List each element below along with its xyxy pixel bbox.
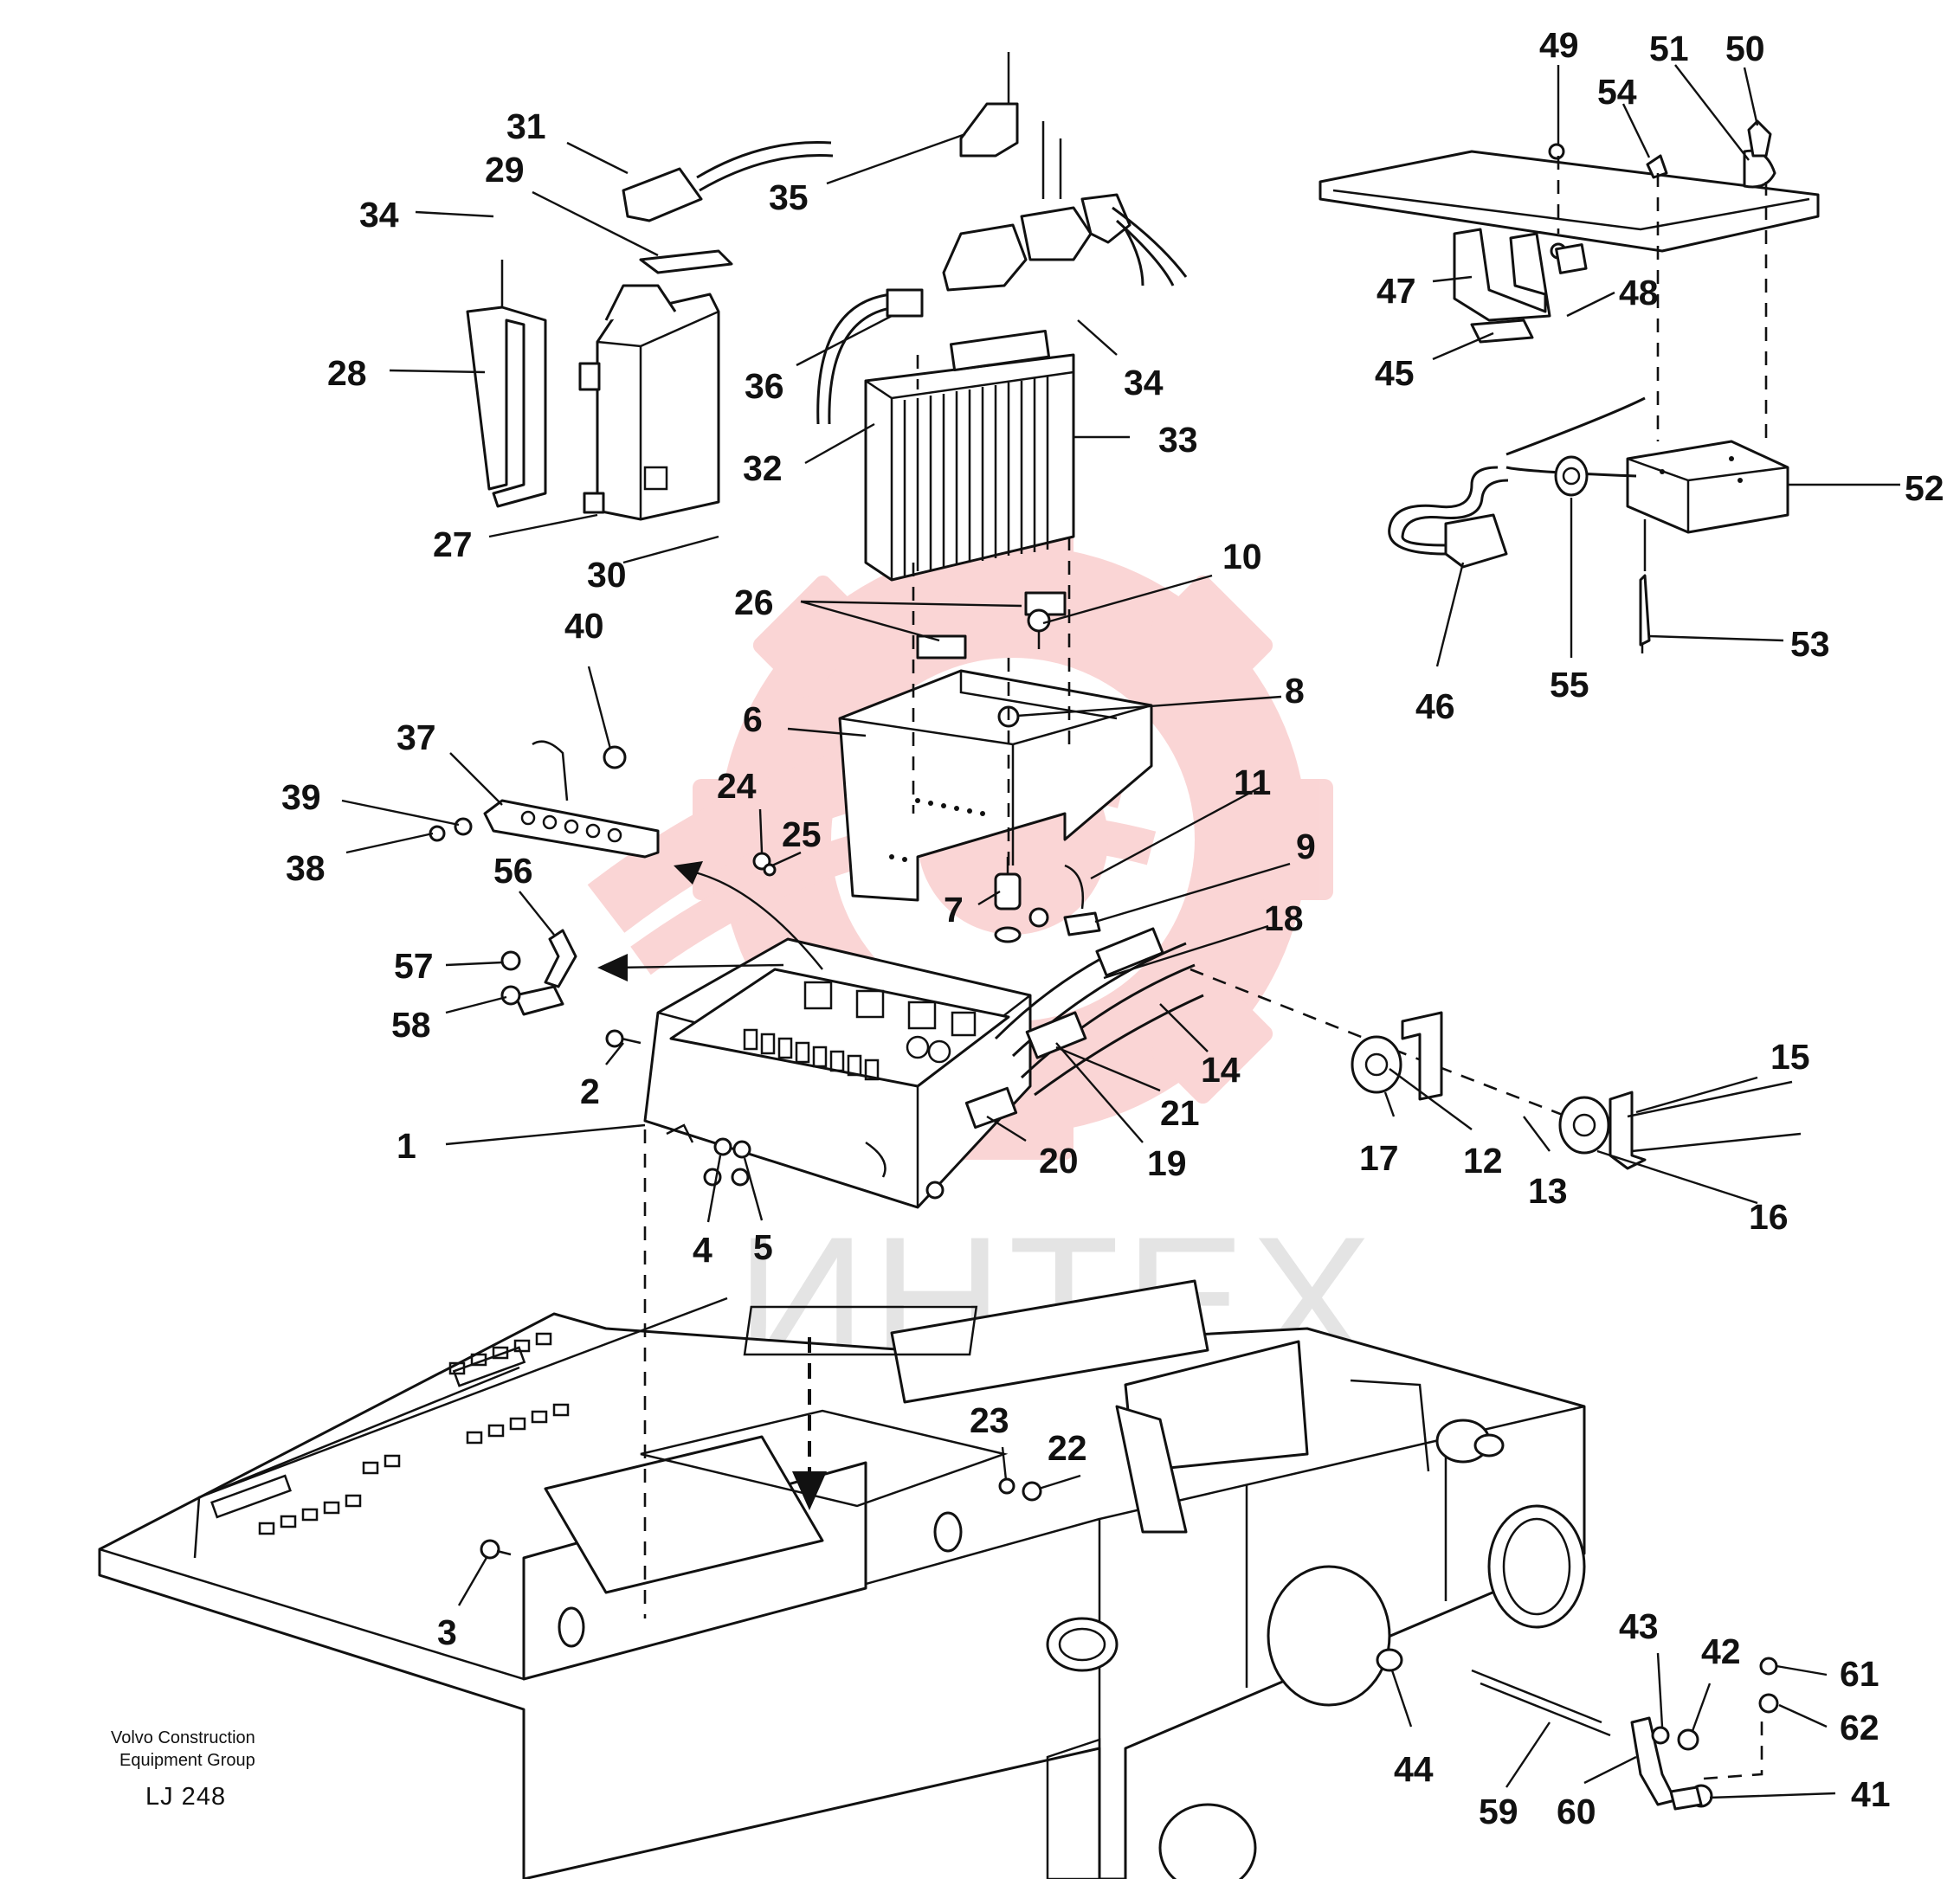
callout-23: 23: [970, 1400, 1009, 1440]
callout-15: 15: [1770, 1037, 1810, 1077]
callout-51: 51: [1649, 29, 1689, 68]
callout-25: 25: [782, 814, 822, 854]
callout-57: 57: [394, 946, 434, 986]
washer-23: [998, 1477, 1015, 1495]
callout-1: 1: [397, 1126, 416, 1166]
callout-49: 49: [1539, 25, 1579, 65]
callout-17: 17: [1359, 1138, 1399, 1178]
screw-44: [1376, 1648, 1403, 1672]
callout-2: 2: [580, 1071, 600, 1111]
callout-13: 13: [1528, 1171, 1568, 1211]
callout-53: 53: [1790, 624, 1830, 664]
callout-38: 38: [286, 848, 326, 888]
callout-55: 55: [1550, 665, 1589, 705]
callout-45: 45: [1375, 353, 1415, 393]
callout-30: 30: [587, 555, 627, 595]
callout-27: 27: [433, 524, 473, 564]
callout-34a: 34: [359, 195, 399, 235]
footer-drawing-code: LJ 248: [145, 1783, 227, 1811]
callout-10: 10: [1222, 537, 1262, 576]
callout-31: 31: [506, 106, 546, 146]
isolator-mounts: [994, 857, 1101, 943]
callout-36: 36: [745, 366, 784, 406]
ground-strap: [1471, 1657, 1779, 1811]
screw-3: [480, 1539, 500, 1560]
callout-52: 52: [1905, 468, 1944, 508]
cable-harness: [994, 927, 1204, 1097]
callout-19: 19: [1147, 1143, 1187, 1183]
callout-43: 43: [1619, 1606, 1659, 1646]
callout-11: 11: [1234, 763, 1271, 802]
callout-54: 54: [1597, 72, 1637, 112]
callout-32: 32: [743, 448, 783, 488]
callout-labels: 1 2 3 4 5 6 7 8 9 10 11 12 13 14 15 16 1…: [281, 25, 1944, 1831]
callout-34b: 34: [1124, 363, 1164, 402]
callout-59: 59: [1479, 1792, 1518, 1831]
callout-50: 50: [1725, 29, 1765, 68]
callout-6: 6: [743, 699, 763, 739]
callout-4: 4: [693, 1230, 712, 1270]
junction-box: [1626, 440, 1789, 653]
cable-connectors: [1388, 396, 1646, 569]
callout-47: 47: [1377, 271, 1416, 311]
callout-14: 14: [1201, 1050, 1241, 1090]
callout-28: 28: [327, 353, 367, 393]
leader-lines: [341, 64, 1900, 1799]
clamp-56: [500, 929, 577, 1016]
footer-company-line-2: Equipment Group: [119, 1751, 255, 1770]
callout-60: 60: [1557, 1792, 1596, 1831]
callout-18: 18: [1264, 898, 1304, 938]
callout-62: 62: [1840, 1708, 1879, 1747]
callout-16: 16: [1749, 1197, 1789, 1237]
callout-61: 61: [1840, 1654, 1879, 1694]
electrical-box: [643, 937, 1032, 1209]
washer-4: [713, 1137, 732, 1156]
callout-40: 40: [564, 606, 604, 646]
base-frame: [98, 1279, 1586, 1879]
callout-56: 56: [493, 851, 533, 891]
callout-12: 12: [1463, 1141, 1503, 1181]
callout-22: 22: [1048, 1428, 1087, 1468]
connector-bracket-16: [1558, 1080, 1802, 1170]
callout-46: 46: [1415, 686, 1455, 726]
screw-2: [605, 1029, 624, 1048]
callout-3: 3: [437, 1612, 457, 1652]
callout-24: 24: [717, 766, 757, 806]
callout-35: 35: [769, 177, 809, 217]
top-connectors: [942, 52, 1188, 292]
callout-9: 9: [1296, 827, 1316, 866]
callout-29: 29: [485, 150, 525, 190]
callout-20: 20: [1039, 1141, 1079, 1181]
callout-33: 33: [1158, 420, 1198, 460]
callout-37: 37: [397, 717, 436, 757]
bracket-28: [466, 260, 547, 508]
relay-bank: [816, 288, 1075, 582]
callout-7: 7: [944, 890, 964, 930]
nut-5: [732, 1140, 751, 1159]
callout-8: 8: [1285, 671, 1305, 711]
mounting-bar: [429, 740, 660, 859]
callout-41: 41: [1851, 1774, 1891, 1814]
footer-company-line-1: Volvo Construction: [111, 1728, 255, 1747]
callout-44: 44: [1394, 1749, 1434, 1789]
callout-39: 39: [281, 777, 321, 817]
right-top-plate: [1318, 119, 1820, 344]
callout-48: 48: [1619, 273, 1659, 312]
callout-21: 21: [1160, 1093, 1200, 1133]
callout-26: 26: [734, 582, 774, 622]
control-module: [578, 141, 834, 521]
callout-58: 58: [391, 1005, 431, 1045]
connector-bracket-12: [1351, 1011, 1443, 1101]
callout-42: 42: [1701, 1631, 1741, 1671]
callout-5: 5: [753, 1227, 773, 1267]
nut-22: [1022, 1481, 1042, 1502]
